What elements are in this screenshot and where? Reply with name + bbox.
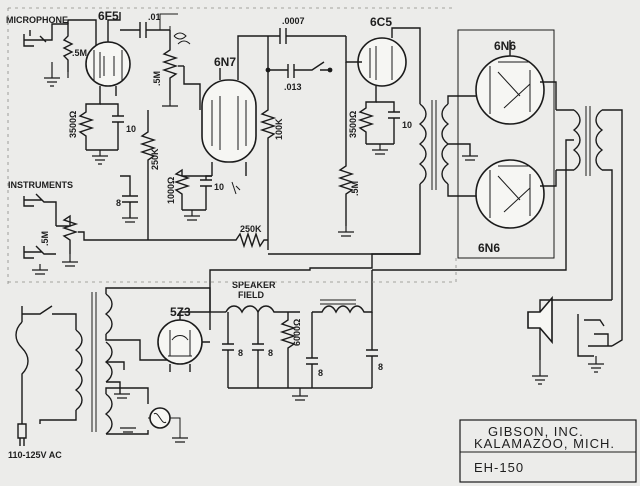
speaker-field-label-2: FIELD <box>238 290 264 300</box>
capacitor-8-5 <box>366 312 378 388</box>
power-label: 110-125V AC <box>8 450 62 460</box>
tube-label-6c5: 6C5 <box>370 15 392 29</box>
label-r-5m-inst: .5M <box>40 231 50 246</box>
label-r-3500-2: 3500Ω <box>348 111 358 138</box>
filter-choke <box>312 270 373 314</box>
tube-label-6n6-upper: 6N6 <box>494 39 516 53</box>
label-r-5m-mic: .5M <box>72 48 87 58</box>
capacitor-01 <box>139 22 170 38</box>
interstage-transformer <box>268 95 487 255</box>
label-c-0007: .0007 <box>282 16 305 26</box>
label-r-3500-1: 3500Ω <box>68 111 78 138</box>
speaker-field-label-1: SPEAKER <box>232 280 276 290</box>
label-c-8-1: 8 <box>116 198 121 208</box>
title-model: EH-150 <box>474 460 524 475</box>
title-company: GIBSON, INC. <box>488 424 584 439</box>
label-c-8-4: 8 <box>318 368 323 378</box>
tube-label-5z3: 5Z3 <box>170 305 191 319</box>
label-r-250k-2: 250K <box>240 224 262 234</box>
instrument-jack-2 <box>23 245 56 275</box>
tube-6n7 <box>201 35 262 176</box>
cathode-mark <box>231 181 241 195</box>
chassis-outline <box>7 7 457 286</box>
pilot-lamp <box>148 407 188 443</box>
tube-6f5 <box>85 12 131 96</box>
speaker-field-coil <box>225 305 300 314</box>
cathode-network-6f5 <box>77 96 124 165</box>
label-r-6000: 6000Ω <box>292 319 302 346</box>
tube-6c5 <box>345 27 421 104</box>
capacitor-013-tone <box>265 61 333 78</box>
tube-label-6n7: 6N7 <box>214 55 236 69</box>
output-transformer <box>372 106 623 310</box>
label-c-8-3: 8 <box>268 348 273 358</box>
ground-bus-ground <box>292 388 308 401</box>
label-c-8-2: 8 <box>238 348 243 358</box>
output-jack <box>577 310 623 373</box>
b-plus-rail <box>209 253 420 312</box>
label-c-10-2: 10 <box>214 182 224 192</box>
capacitor-8-4 <box>306 312 318 388</box>
capacitor-8-3 <box>252 312 264 388</box>
label-c-8-5: 8 <box>378 362 383 372</box>
potentiometer-5m-grid <box>161 30 201 110</box>
instrument-jack-1 <box>23 193 57 226</box>
cathode-network-6c5 <box>357 96 400 155</box>
tube-label-6n6-lower: 6N6 <box>478 241 500 255</box>
output-stage-box <box>457 29 555 259</box>
resistor-5m-6c5 <box>337 62 355 237</box>
cathode-network-6n7 <box>173 168 212 221</box>
label-r-5m-6c5: .5M <box>350 181 360 196</box>
label-c-01: .01 <box>148 12 161 22</box>
label-r-250k-1: 250K <box>150 148 160 170</box>
tube-6n6-lower <box>475 159 557 229</box>
resistor-100k <box>259 36 277 250</box>
tube-6n6-upper <box>475 40 557 125</box>
speaker <box>527 295 612 385</box>
label-c-013: .013 <box>284 82 302 92</box>
tube-label-6f5: 6F5 <box>98 9 119 23</box>
label-r-100k: 100K <box>274 118 284 140</box>
label-r-1000: 1000Ω <box>166 177 176 204</box>
resistor-5m-mic <box>60 23 74 78</box>
label-c-10-3: 10 <box>402 120 412 130</box>
title-block <box>459 419 637 483</box>
label-r-5m-grid: .5M <box>152 71 162 86</box>
microphone-input-jack <box>23 23 60 87</box>
potentiometer-5m-inst <box>56 214 148 267</box>
resistor-6000 <box>279 312 297 388</box>
capacitor-0007 <box>262 28 346 44</box>
resistor-250k-2 <box>148 231 268 249</box>
capacitor-8-1 <box>120 175 138 223</box>
instruments-label: INSTRUMENTS <box>8 180 73 190</box>
resistor-250k-1 <box>139 110 157 240</box>
capacitor-8-2 <box>222 312 234 388</box>
microphone-label: MICROPHONE <box>6 15 68 25</box>
tube-5z3 <box>157 311 210 372</box>
power-switch-and-fuse <box>15 305 77 446</box>
title-city: KALAMAZOO, MICH. <box>474 436 615 451</box>
label-c-10-1: 10 <box>126 124 136 134</box>
